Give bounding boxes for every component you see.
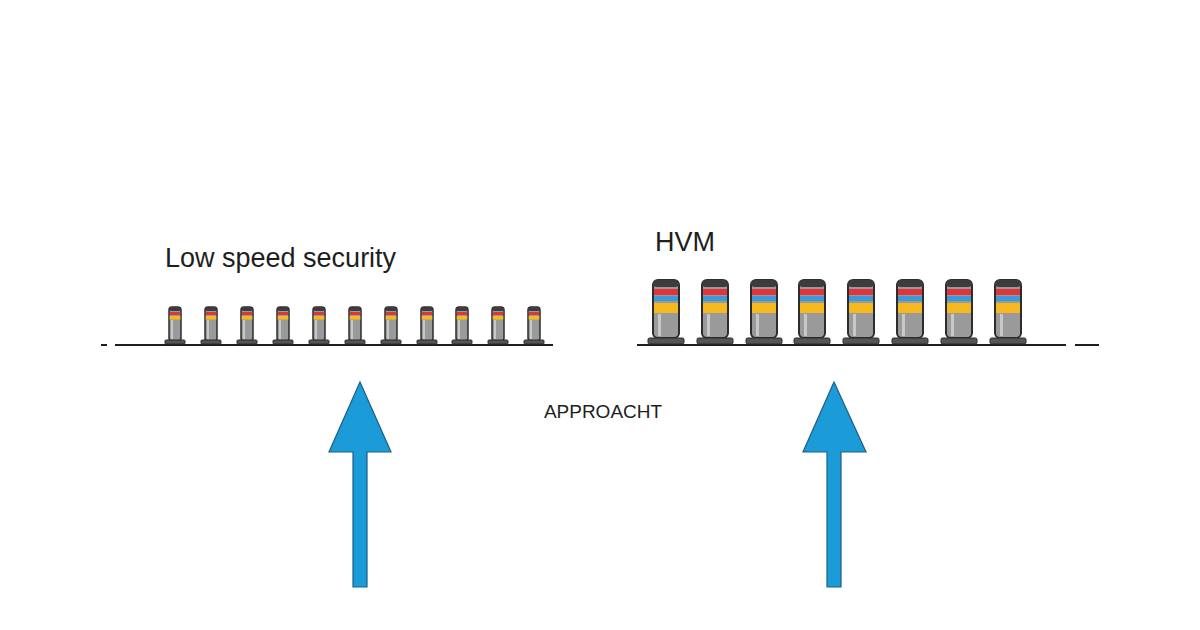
hvm-bollards: [648, 280, 1026, 344]
bollard-symbol: [201, 307, 221, 344]
bollard-symbol: [843, 280, 879, 344]
bollard-symbol: [648, 280, 684, 344]
ground-line: [1075, 344, 1099, 346]
bollard-symbol: [237, 307, 257, 344]
bollard-symbol: [417, 307, 437, 344]
ground-line: [101, 344, 107, 346]
bollard-symbol: [488, 307, 508, 344]
bollard-symbol: [345, 307, 365, 344]
bollard-symbol: [381, 307, 401, 344]
bollard-symbol: [309, 307, 329, 344]
bollard-symbol: [941, 280, 977, 344]
bollard-symbol: [746, 280, 782, 344]
approach-arrow: [803, 382, 866, 587]
bollard-symbol: [524, 307, 544, 344]
low-speed-bollards: [165, 307, 544, 344]
bollard-symbol: [990, 280, 1026, 344]
group-label: HVM: [655, 229, 715, 256]
approach-arrows: [329, 382, 866, 587]
bollard-symbol: [273, 307, 293, 344]
bollard-symbol: [165, 307, 185, 344]
direction-label: APPROACHT: [544, 402, 662, 421]
bollard-symbol: [794, 280, 830, 344]
approach-arrow: [329, 382, 391, 587]
bollard-symbol: [697, 280, 733, 344]
bollard-symbol: [452, 307, 472, 344]
bollard-symbol: [892, 280, 928, 344]
group-label: Low speed security: [165, 245, 396, 272]
